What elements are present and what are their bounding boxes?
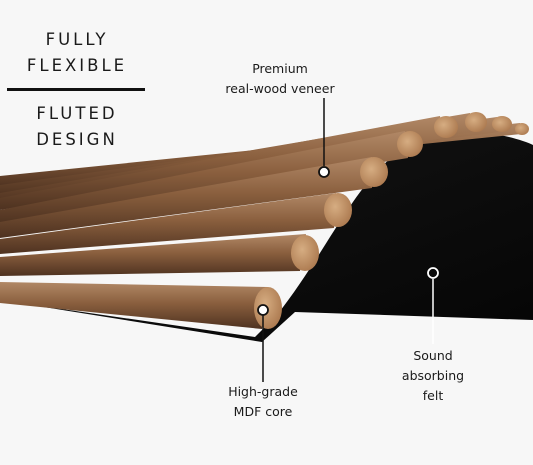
headline-bottom: FLUTED DESIGN [0, 101, 154, 153]
callout-felt-line-2: absorbing [401, 368, 465, 383]
wood-slat-9 [0, 282, 268, 329]
headline-divider [7, 88, 145, 91]
callout-mdf-line-2: MDF core [233, 404, 293, 419]
headline-line-1: FULLY [45, 30, 109, 49]
headline-top: FULLY FLEXIBLE [0, 27, 154, 79]
wood-slats [0, 112, 529, 329]
felt-backing [0, 131, 533, 342]
headline-line-3: FLUTED [36, 104, 118, 123]
wood-slat-6 [0, 157, 372, 238]
headline-line-4: DESIGN [36, 130, 118, 149]
veneer-marker [318, 166, 330, 178]
wood-slat-7 [0, 193, 336, 254]
headline-line-2: FLEXIBLE [26, 56, 128, 75]
callout-veneer: Premium real-wood veneer [210, 59, 350, 99]
callout-veneer-line-2: real-wood veneer [225, 81, 335, 96]
mdf-marker [257, 304, 269, 316]
callout-felt-line-3: felt [422, 388, 444, 403]
callout-mdf-line-1: High-grade [228, 384, 298, 399]
wood-slat-8 [0, 234, 306, 276]
callout-felt: Sound absorbing felt [381, 346, 485, 406]
callout-veneer-line-1: Premium [252, 61, 308, 76]
wood-slat-5 [0, 131, 408, 224]
callout-pointers [257, 98, 439, 382]
wood-slat-4 [0, 116, 444, 210]
callout-mdf: High-grade MDF core [210, 382, 316, 422]
felt-marker [427, 267, 439, 279]
callout-felt-line-1: Sound [413, 348, 453, 363]
